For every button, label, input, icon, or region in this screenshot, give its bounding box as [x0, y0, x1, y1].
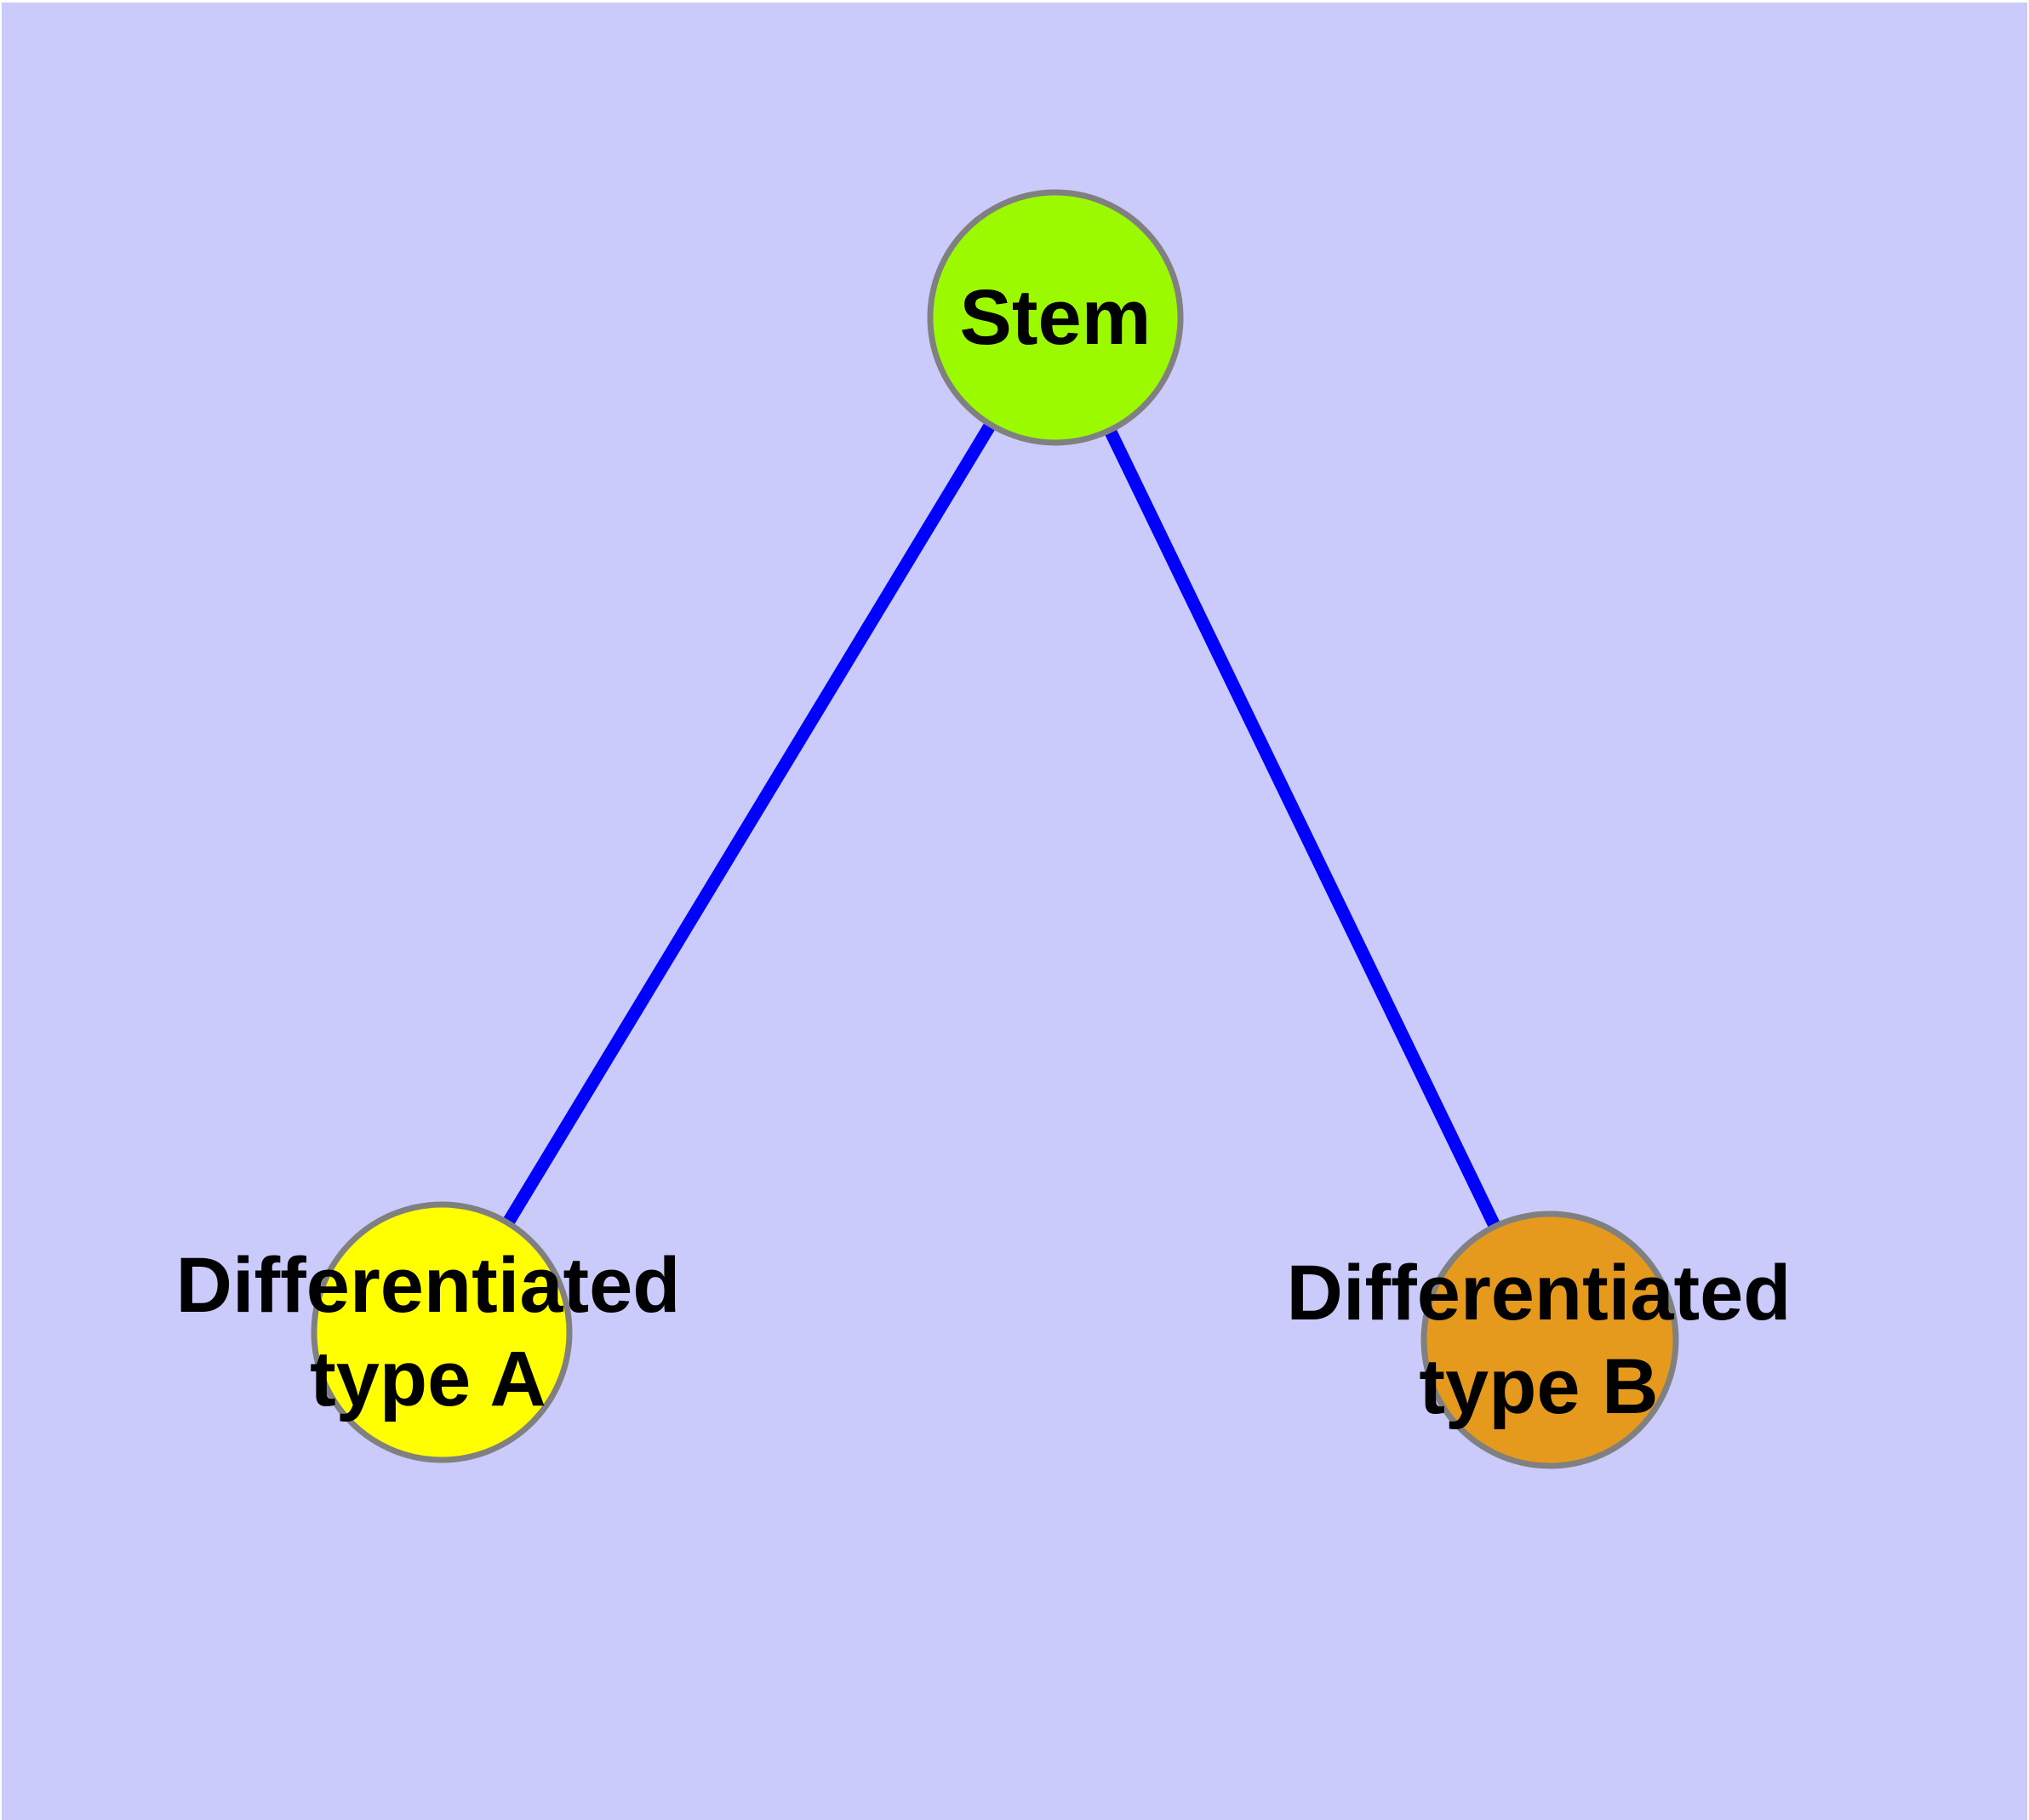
node-stem — [927, 189, 1184, 446]
node-label-type-b: Differentiated type B — [1286, 1250, 1792, 1430]
edge-stem-to-type-a — [436, 314, 1061, 1336]
node-label-stem: Stem — [959, 274, 1152, 361]
node-type-a — [311, 1201, 573, 1463]
edge-stem-to-type-b — [1049, 314, 1556, 1343]
node-type-b — [1420, 1210, 1679, 1469]
node-label-type-a: Differentiated type A — [175, 1242, 681, 1422]
